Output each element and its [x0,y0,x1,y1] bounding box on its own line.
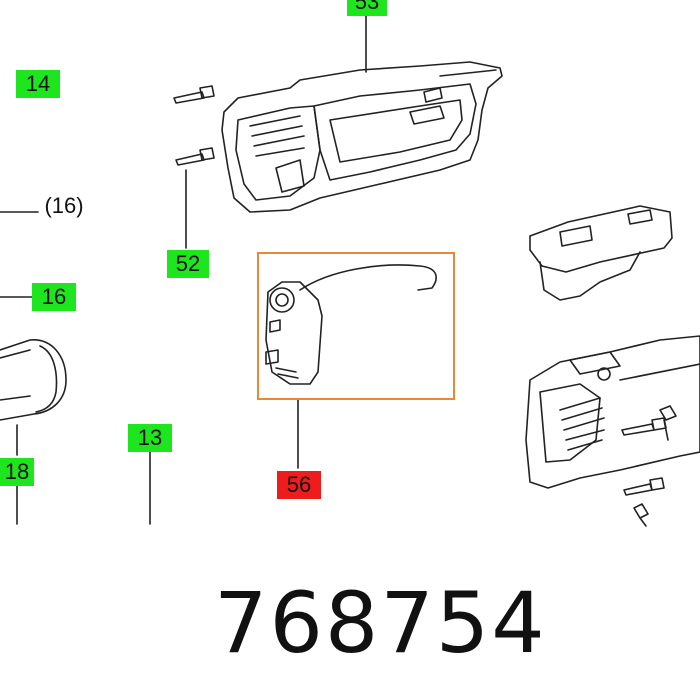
callout-16: 16 [32,283,76,311]
screw-right-1 [621,417,667,436]
callout-18: 18 [0,458,34,486]
screw-right-2 [623,477,665,496]
callout-53: 53 [347,0,387,16]
highlight-box-56 [257,252,455,400]
callout-14: 14 [16,70,60,98]
switch-module-56 [265,264,437,385]
switch-part [529,205,673,301]
hose-adapter [0,339,67,421]
callout-56: 56 [277,471,321,499]
callout-13: 13 [128,424,172,452]
part-number: 768754 [214,574,547,672]
housing-half-upper [221,61,503,213]
callout-52: 52 [167,250,209,278]
screw-right-4 [659,405,677,441]
screw-lower [175,147,215,166]
screw-upper [173,85,215,104]
screw-right-3 [633,503,649,527]
callout-16-paren: (16) [44,193,84,218]
housing-half-lower [525,335,700,489]
